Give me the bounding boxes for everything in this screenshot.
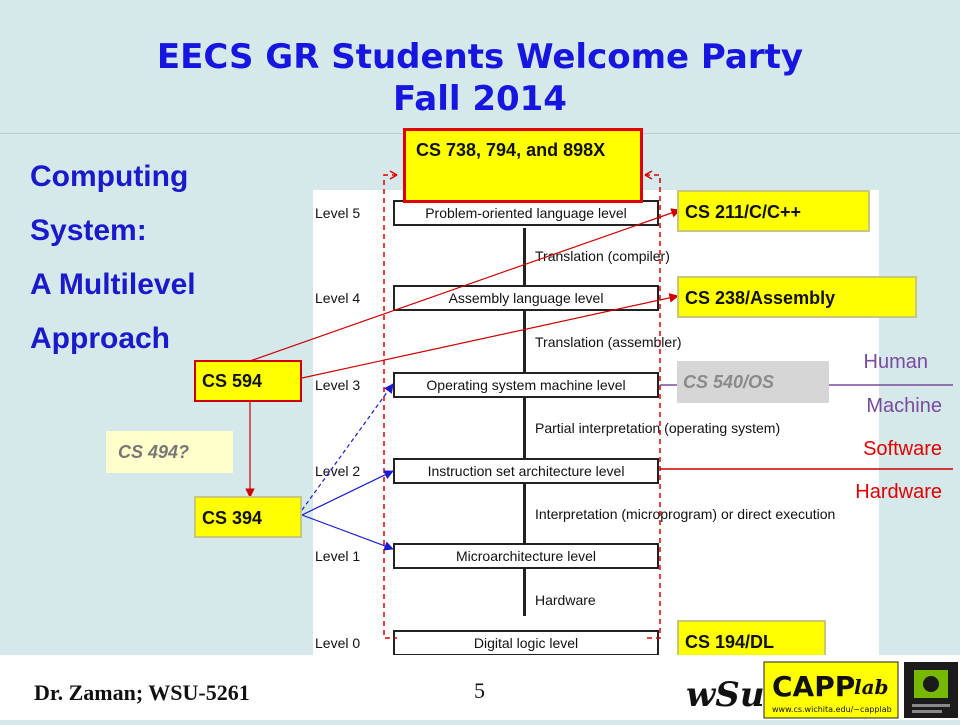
translation-label: Translation (compiler) — [535, 248, 670, 264]
heading-line-1: Computing — [30, 160, 189, 193]
heading-line-4: Approach — [30, 322, 171, 355]
footer-logos: wSu CAPP lab www.cs.wichita.edu/~capplab — [676, 660, 960, 720]
translation-label: Hardware — [535, 592, 596, 608]
level-label: Level 4 — [315, 290, 361, 306]
label-hardware: Hardware — [855, 481, 942, 503]
svg-text:www.cs.wichita.edu/~capplab: www.cs.wichita.edu/~capplab — [772, 705, 892, 714]
label-machine: Machine — [866, 395, 942, 417]
level-box: Microarchitecture level — [393, 543, 659, 569]
section-heading: Computing System: A Multilevel Approach — [30, 150, 196, 366]
translation-label: Partial interpretation (operating system… — [535, 420, 781, 436]
tag-cs211: CS 211/C/C++ — [677, 190, 870, 232]
label-software: Software — [863, 438, 942, 460]
tag-cs394: CS 394 — [194, 496, 302, 538]
slide-title: EECS GR Students Welcome Party Fall 2014 — [0, 36, 960, 120]
translation-label: Translation (assembler) — [535, 334, 682, 350]
arrow-594-to-238 — [301, 293, 679, 379]
level-label: Level 3 — [315, 377, 361, 393]
range-bracket-left — [383, 174, 397, 639]
heading-line-2: System: — [30, 214, 147, 247]
level-box: Instruction set architecture level — [393, 458, 659, 484]
footer-author: Dr. Zaman; WSU-5261 — [34, 680, 250, 705]
wsu-capplab-logo: wSu CAPP lab www.cs.wichita.edu/~capplab — [678, 661, 958, 719]
level-box: Assembly language level — [393, 285, 659, 311]
level-label: Level 0 — [315, 635, 361, 651]
title-line-2: Fall 2014 — [393, 79, 567, 119]
heading-line-3: A Multilevel — [30, 268, 196, 301]
diagram-stem — [523, 228, 526, 616]
svg-text:lab: lab — [854, 675, 889, 699]
svg-text:wSu: wSu — [686, 675, 765, 715]
tag-cs494: CS 494? — [106, 431, 233, 473]
arrow-594-to-211 — [249, 208, 681, 362]
level-box: Operating system machine level — [393, 372, 659, 398]
page-number: 5 — [474, 678, 485, 703]
title-line-1: EECS GR Students Welcome Party — [156, 37, 804, 77]
level-label: Level 2 — [315, 463, 361, 479]
tag-cs238: CS 238/Assembly — [677, 276, 917, 318]
arrow-394-to-micro — [301, 514, 394, 551]
range-bracket-arrows — [389, 170, 653, 180]
tag-cs594: CS 594 — [194, 360, 302, 402]
range-bracket-right — [645, 174, 661, 639]
svg-text:CAPP: CAPP — [772, 670, 855, 703]
arrow-394-to-os — [301, 383, 394, 511]
arrow-394-to-isa — [301, 470, 394, 516]
level-label: Level 1 — [315, 548, 361, 564]
translation-label: Interpretation (microprogram) or direct … — [535, 506, 836, 522]
tag-cs540: CS 540/OS — [677, 361, 829, 403]
level-label: Level 5 — [315, 205, 361, 221]
multilevel-diagram: Level 5 Problem-oriented language level … — [313, 190, 879, 658]
tag-cs738: CS 738, 794, and 898X — [403, 128, 643, 203]
label-human: Human — [863, 351, 928, 373]
